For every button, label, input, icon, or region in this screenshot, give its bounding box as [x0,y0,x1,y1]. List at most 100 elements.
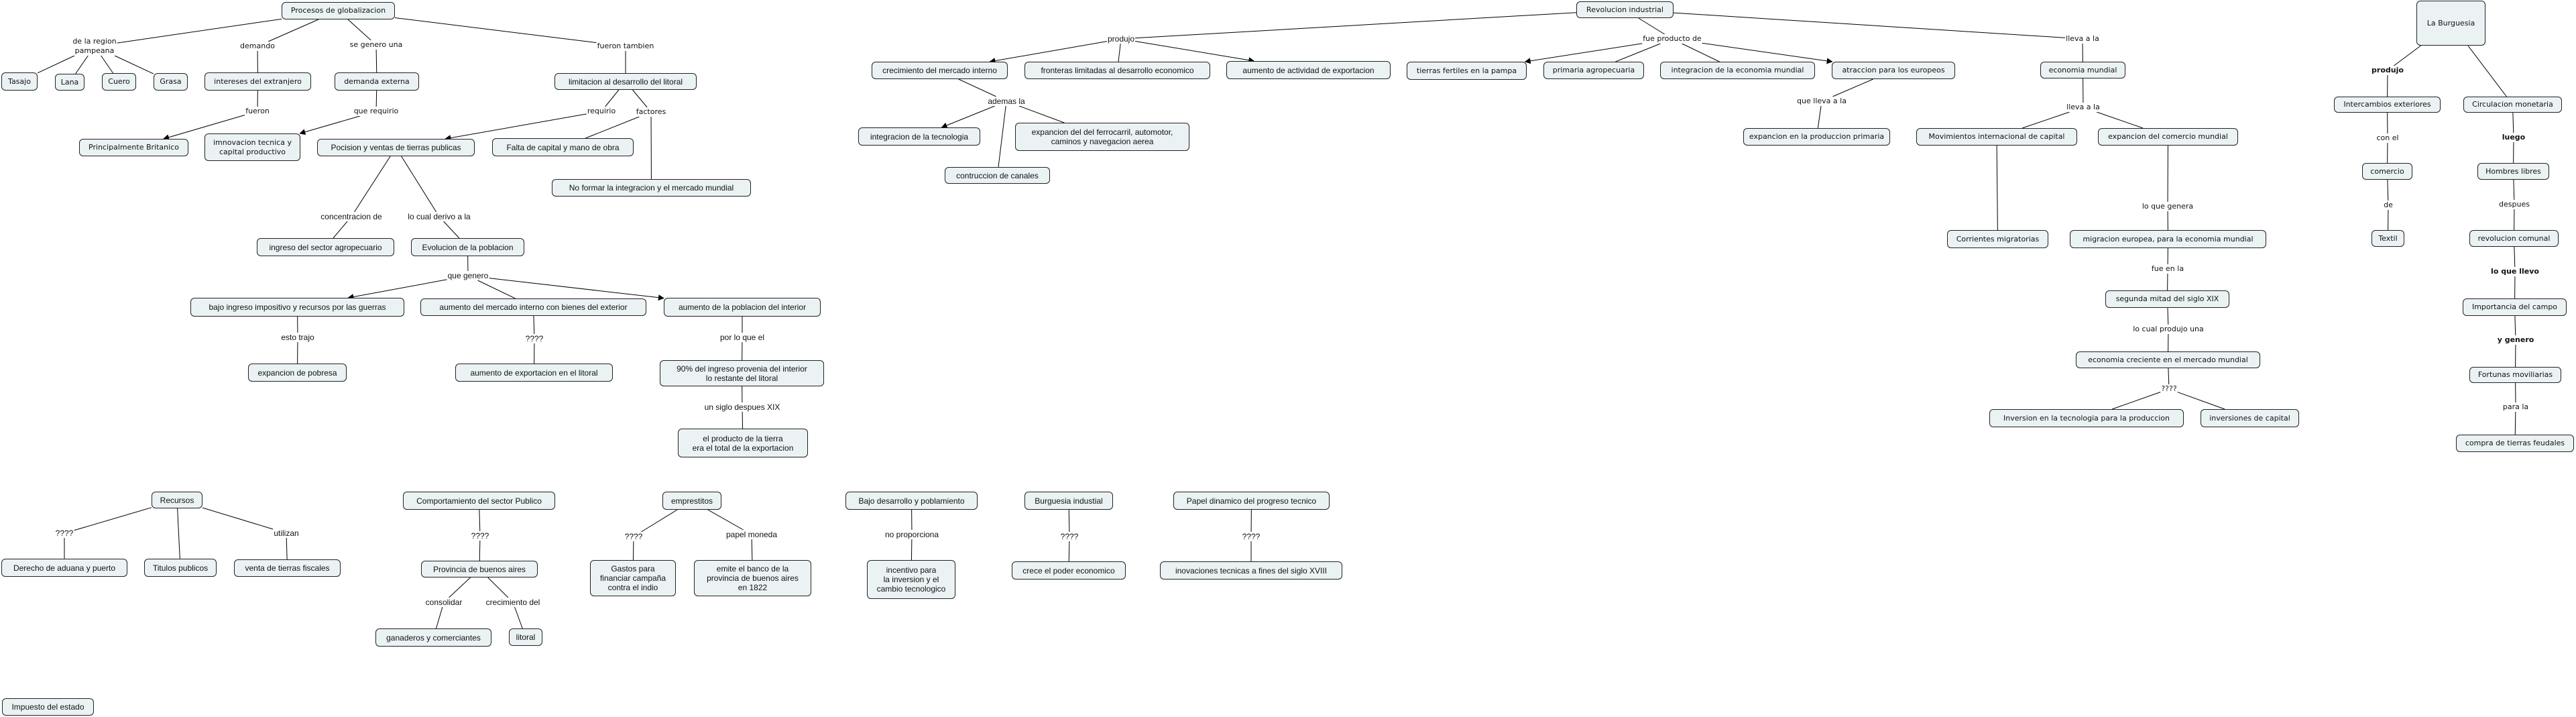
concept-node-papel-dinamico[interactable]: Papel dinamico del progreso tecnico [1173,492,1330,510]
connector-line-l-ademas-to-canales [998,105,1006,168]
link-label-crecimiento: crecimiento del [485,598,541,607]
concept-node-inversion-tec[interactable]: Inversion en la tecnologia para la produ… [1989,409,2184,427]
concept-node-titulos[interactable]: Titulos publicos [144,559,217,577]
concept-node-lana[interactable]: Lana [55,74,84,91]
link-label-segenero: se genero una [349,40,404,50]
concept-node-compra[interactable]: compra de tierras feudales [2456,435,2574,452]
concept-node-intercambios[interactable]: Intercambios exteriores [2334,97,2441,113]
connector-line-l-concentracion-to-ingreso [333,221,348,239]
connector-line-l-querequirio-to-imnovacion [299,115,360,135]
concept-node-burguesia-ind[interactable]: Burguesia industial [1024,492,1113,510]
concept-node-cuero[interactable]: Cuero [102,73,136,91]
concept-node-britanico[interactable]: Principalmente Britanico [79,139,188,156]
concept-node-migracion[interactable]: migracion europea, para la economia mund… [2070,230,2266,248]
concept-node-textil[interactable]: Textil [2372,230,2404,247]
concept-node-aumento-mercado[interactable]: aumento del mercado interno con bienes d… [420,298,646,316]
concept-node-pobresa[interactable]: expancion de pobresa [248,364,347,382]
concept-node-bajo[interactable]: bajo ingreso impositivo y recursos por l… [190,298,404,317]
connector-line-l-consolidar-to-ganaderos [436,606,443,629]
concept-node-ferrocarril[interactable]: expancion del del ferrocarril, automotor… [1015,123,1189,151]
connector-line-l-requirio-to-pocision [445,113,587,142]
concept-node-eco-creciente[interactable]: economia creciente en el mercado mundial [2076,351,2260,368]
connector-line-atraccion-to-l-quelleva [1832,78,1873,97]
concept-node-crecimiento-mi[interactable]: crecimiento del mercado interno [872,62,1008,79]
concept-node-venta-tierras[interactable]: venta de tierras fiscales [234,559,341,577]
concept-node-producto[interactable]: el producto de la tierra era el total de… [678,429,808,457]
concept-node-importancia[interactable]: Importancia del campo [2463,298,2567,316]
concept-node-emprestitos[interactable]: emprestitos [662,492,721,510]
connector-line-l-segenero-to-demanda-ext [375,49,377,73]
concept-node-ganaderos[interactable]: ganaderos y comerciantes [375,628,491,647]
concept-node-procesos[interactable]: Procesos de globalizacion [282,2,395,19]
concept-node-gastos[interactable]: Gastos para financiar campaña contra el … [590,560,676,596]
concept-node-canales[interactable]: contruccion de canales [945,167,1050,184]
concept-node-grasa[interactable]: Grasa [154,73,188,91]
concept-node-aumento-poblacion[interactable]: aumento de la poblacion del interior [664,298,821,317]
concept-node-comportamiento[interactable]: Comportamiento del sector Publico [403,492,555,510]
concept-node-integracion-tec[interactable]: integracion de la tecnologia [858,127,980,146]
concept-node-integracion-eco[interactable]: integracion de la economia mundial [1660,62,1815,79]
concept-node-aumento-export[interactable]: aumento de exportacion en el litoral [455,364,613,382]
link-label-consolidar: consolidar [424,598,463,607]
concept-node-imnovacion[interactable]: imnovacion tecnica y capital productivo [204,133,300,161]
concept-node-comercio[interactable]: comercio [2362,163,2412,180]
concept-node-bajo-desarrollo[interactable]: Bajo desarrollo y poblamiento [845,492,978,510]
concept-node-impuesto[interactable]: Impuesto del estado [2,698,94,716]
concept-node-intereses[interactable]: intereses del extranjero [204,72,311,91]
link-label-querequirio: que requirio [353,107,400,116]
link-label-q6: ???? [1241,532,1261,541]
concept-node-comercio-mundial[interactable]: expancion del comercio mundial [2098,128,2238,146]
concept-node-pocision[interactable]: Pocision y ventas de tierras publicas [317,139,475,156]
concept-node-falta[interactable]: Falta de capital y mano de obra [492,138,634,156]
concept-node-fronteras[interactable]: fronteras limitadas al desarrollo econom… [1024,62,1210,79]
connector-line-l-derivo-to-evolucion [443,221,460,239]
link-label-llevaala: lleva a la [2065,34,2100,44]
concept-node-corrientes[interactable]: Corrientes migratorias [1947,230,2048,248]
concept-node-tierras-fertiles[interactable]: tierras fertiles en la pampa [1407,62,1527,80]
concept-node-ingreso[interactable]: ingreso del sector agropecuario [257,238,394,256]
link-label-q7: ???? [2160,384,2178,394]
concept-node-emite[interactable]: emite el banco de la provincia de buenos… [694,560,811,596]
concept-node-derecho[interactable]: Derecho de aduana y puerto [1,559,127,577]
concept-node-no-formar[interactable]: No formar la integracion y el mercado mu… [552,179,751,197]
link-label-despues: despues [2498,200,2530,209]
concept-node-inversiones-cap[interactable]: inversiones de capital [2201,409,2299,427]
concept-node-tasajo[interactable]: Tasajo [1,72,38,91]
concept-node-limitacion[interactable]: limitacion al desarrollo del litoral [554,73,697,90]
connector-line-la-burguesia-to-circulacion [2467,45,2507,97]
concept-node-noventa[interactable]: 90% del ingreso provenia del interior lo… [660,360,824,386]
concept-node-hombres[interactable]: Hombres libres [2477,163,2549,180]
concept-node-atraccion[interactable]: atraccion para los europeos [1832,62,1955,79]
connector-line-crecimiento-mi-to-l-ademas [958,78,997,97]
connector-line-limitacion-to-l-factores [632,89,648,108]
concept-node-provincia[interactable]: Provincia de buenos aires [421,561,538,577]
concept-node-crece[interactable]: crece el poder economico [1012,561,1126,580]
connector-line-l-fueproducto-to-primaria [1615,43,1661,62]
concept-node-recursos[interactable]: Recursos [152,492,202,508]
link-label-region: de la region pampeana [72,37,117,56]
concept-node-economia-mundial[interactable]: economia mundial [2040,62,2125,78]
connector-line-l-quelleva-to-expancion-prim [1817,105,1822,129]
connector-line-comportamiento-to-l-q3 [479,509,481,532]
concept-node-circulacion[interactable]: Circulacion monetaria [2463,97,2562,113]
concept-node-segunda[interactable]: segunda mitad del siglo XIX [2105,290,2229,308]
concept-node-expancion-prim[interactable]: expancion en la produccion primaria [1743,128,1890,146]
concept-node-inovaciones[interactable]: inovaciones tecnicas a fines del siglo X… [1160,561,1342,580]
concept-node-demanda-ext[interactable]: demanda externa [335,72,419,91]
concept-node-movimientos[interactable]: Movimientos internacional de capital [1916,128,2077,146]
concept-node-primaria[interactable]: primaria agropecuaria [1543,62,1644,79]
connector-line-l-llevaala2-to-movimientos [2022,111,2070,129]
concept-node-aumento-actividad[interactable]: aumento de actividad de exportacion [1226,61,1391,79]
connector-line-procesos-to-l-demando [268,19,319,42]
concept-node-evolucion[interactable]: Evolucion de la poblacion [411,238,524,256]
connector-line-provincia-to-l-consolidar [449,577,471,598]
concept-node-incentivo[interactable]: incentivo para la inversion y el cambio … [867,560,955,599]
concept-node-fortunas[interactable]: Fortunas moviliarias [2469,367,2561,383]
concept-node-litoral[interactable]: litoral [509,628,542,646]
link-label-produjo: produjo [1106,34,1136,44]
link-label-quelleva: que lleva a la [1796,97,1847,106]
concept-node-revolucion[interactable]: Revolucion industrial [1576,1,1674,18]
concept-node-revolucion-comunal[interactable]: revolucion comunal [2469,230,2559,247]
connector-line-l-quegenero-to-bajo [347,279,447,300]
concept-node-la-burguesia[interactable]: La Burguesia [2416,1,2485,46]
